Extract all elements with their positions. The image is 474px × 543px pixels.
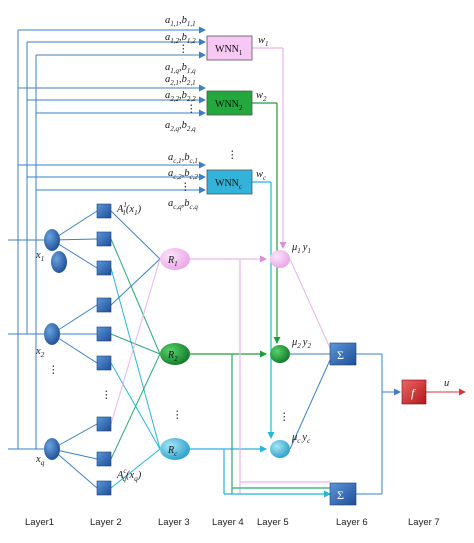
product-node-2 [270, 345, 290, 363]
wnn-box-2: WNN2 [206, 90, 253, 116]
layer-label-3: Layer 3 [158, 517, 190, 528]
layer-label-2: Layer 2 [90, 517, 122, 528]
layer2-nodes [96, 203, 112, 496]
input-node-x2 [44, 323, 60, 345]
input-label-x2: x2 [35, 346, 45, 359]
svg-text:Σ: Σ [337, 488, 344, 502]
param-acq-bcq: ac,q,bc,q [168, 198, 198, 211]
layer-label-4: Layer 4 [212, 517, 244, 528]
input-label-x1: x1 [35, 250, 44, 263]
param-a1q-b1q: a1,q,b1,q [165, 62, 196, 75]
product-node-c [270, 440, 290, 458]
weight-label-w2: w2 [256, 90, 267, 103]
rule-node-rc [160, 438, 190, 460]
param-dots-1: ⋮ [178, 44, 189, 55]
layer-labels: Layer1 Layer 2 Layer 3 Layer 4 Layer 5 L… [25, 517, 440, 528]
output-function-node: f [401, 379, 427, 405]
svg-text:f: f [411, 386, 416, 400]
layer3-dots: ⋮ [172, 410, 183, 421]
layer2-to-layer3-lines [110, 210, 161, 489]
layer1-to-layer2-lines [51, 210, 98, 489]
param-a11-b11: a1,1,b1,1 [165, 15, 196, 28]
membership-node-2-3 [96, 355, 112, 371]
layer5-dots: ⋮ [279, 412, 290, 423]
layer5-to-layer6-lines [289, 258, 331, 450]
rule-label-rc: Rc [167, 445, 178, 458]
param-ac1-bc1: ac,1,bc,1 [168, 152, 198, 165]
param-a2q-b2q: a2,q,b2,q [165, 120, 196, 133]
wnn-box-1: WNN1 [206, 35, 253, 61]
param-dots-c: ⋮ [180, 182, 191, 193]
rule-label-r2: R2 [167, 350, 178, 363]
membership-node-1-1 [96, 203, 112, 219]
layer3-to-layer5-lines [190, 255, 331, 498]
svg-text:WNNc: WNNc [215, 178, 242, 191]
param-a12-b12: a1,2,b1,2 [165, 32, 196, 45]
layer-label-7: Layer 7 [408, 517, 440, 528]
wnn-output-lines [252, 47, 287, 439]
layer2-dots: ⋮ [101, 390, 112, 401]
layer-label-5: Layer 5 [257, 517, 289, 528]
layer-label-1: Layer1 [25, 517, 54, 528]
layer3-nodes [160, 248, 190, 460]
layer1-dots: ⋮ [48, 365, 59, 376]
rule-label-r1: R1 [167, 255, 178, 268]
membership-node-q-1 [96, 416, 112, 432]
output-label-u: u [444, 378, 449, 389]
param-ac2-bc2: ac,2,bc,2 [168, 168, 198, 181]
input-feed-lines [8, 26, 206, 450]
rule-node-r1 [160, 248, 190, 270]
param-labels-groupc: ac,1,bc,1 ac,2,bc,2 ⋮ ac,q,bc,q [168, 152, 198, 211]
membership-node-2-1 [96, 297, 112, 313]
input-label-xq: xq [35, 454, 45, 467]
weight-label-wc: wc [256, 169, 267, 182]
product-node-1 [270, 250, 290, 268]
param-a21-b21: a2,1,b2,1 [165, 74, 196, 87]
input-node-x1 [44, 229, 60, 251]
param-labels-group2: a2,1,b2,1 a2,2,b2,2 ⋮ a2,q,b2,q [165, 74, 197, 133]
svg-text:Σ: Σ [337, 348, 344, 362]
wnn-dots: ⋮ [227, 150, 238, 161]
svg-text:WNN2: WNN2 [215, 99, 243, 112]
wnn-box-c: WNNc [206, 169, 253, 195]
membership-node-q-2 [96, 451, 112, 467]
membership-node-1-3 [96, 260, 112, 276]
membership-node-2-2 [96, 326, 112, 342]
layer1-nodes [44, 229, 67, 460]
sum-node-top: Σ [329, 342, 357, 366]
membership-node-q-3 [96, 480, 112, 496]
layer-label-6: Layer 6 [336, 517, 368, 528]
layer5-nodes [270, 250, 290, 458]
svg-text:WNN1: WNN1 [215, 44, 243, 57]
input-node-xq [44, 438, 60, 460]
layer6-to-layer7-lines [356, 353, 466, 495]
param-dots-2: ⋮ [186, 104, 197, 115]
weight-label-w1: w1 [258, 35, 269, 48]
param-labels-group1: a1,1,b1,1 a1,2,b1,2 ⋮ a1,q,b1,q [165, 15, 196, 75]
rule-node-r2 [160, 343, 190, 365]
sum-node-bottom: Σ [329, 482, 357, 506]
param-a22-b22: a2,2,b2,2 [165, 90, 196, 103]
membership-node-1-2 [96, 231, 112, 247]
input-node-x1-lower [51, 251, 67, 273]
